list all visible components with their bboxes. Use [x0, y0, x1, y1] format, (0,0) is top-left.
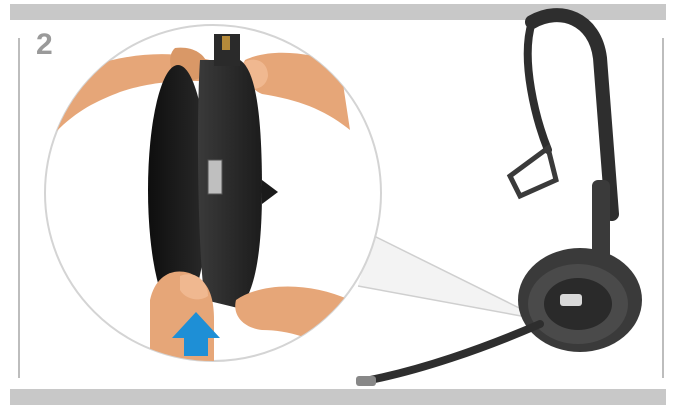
magnified-detail: [40, 25, 381, 380]
headset-illustration: [356, 15, 642, 386]
